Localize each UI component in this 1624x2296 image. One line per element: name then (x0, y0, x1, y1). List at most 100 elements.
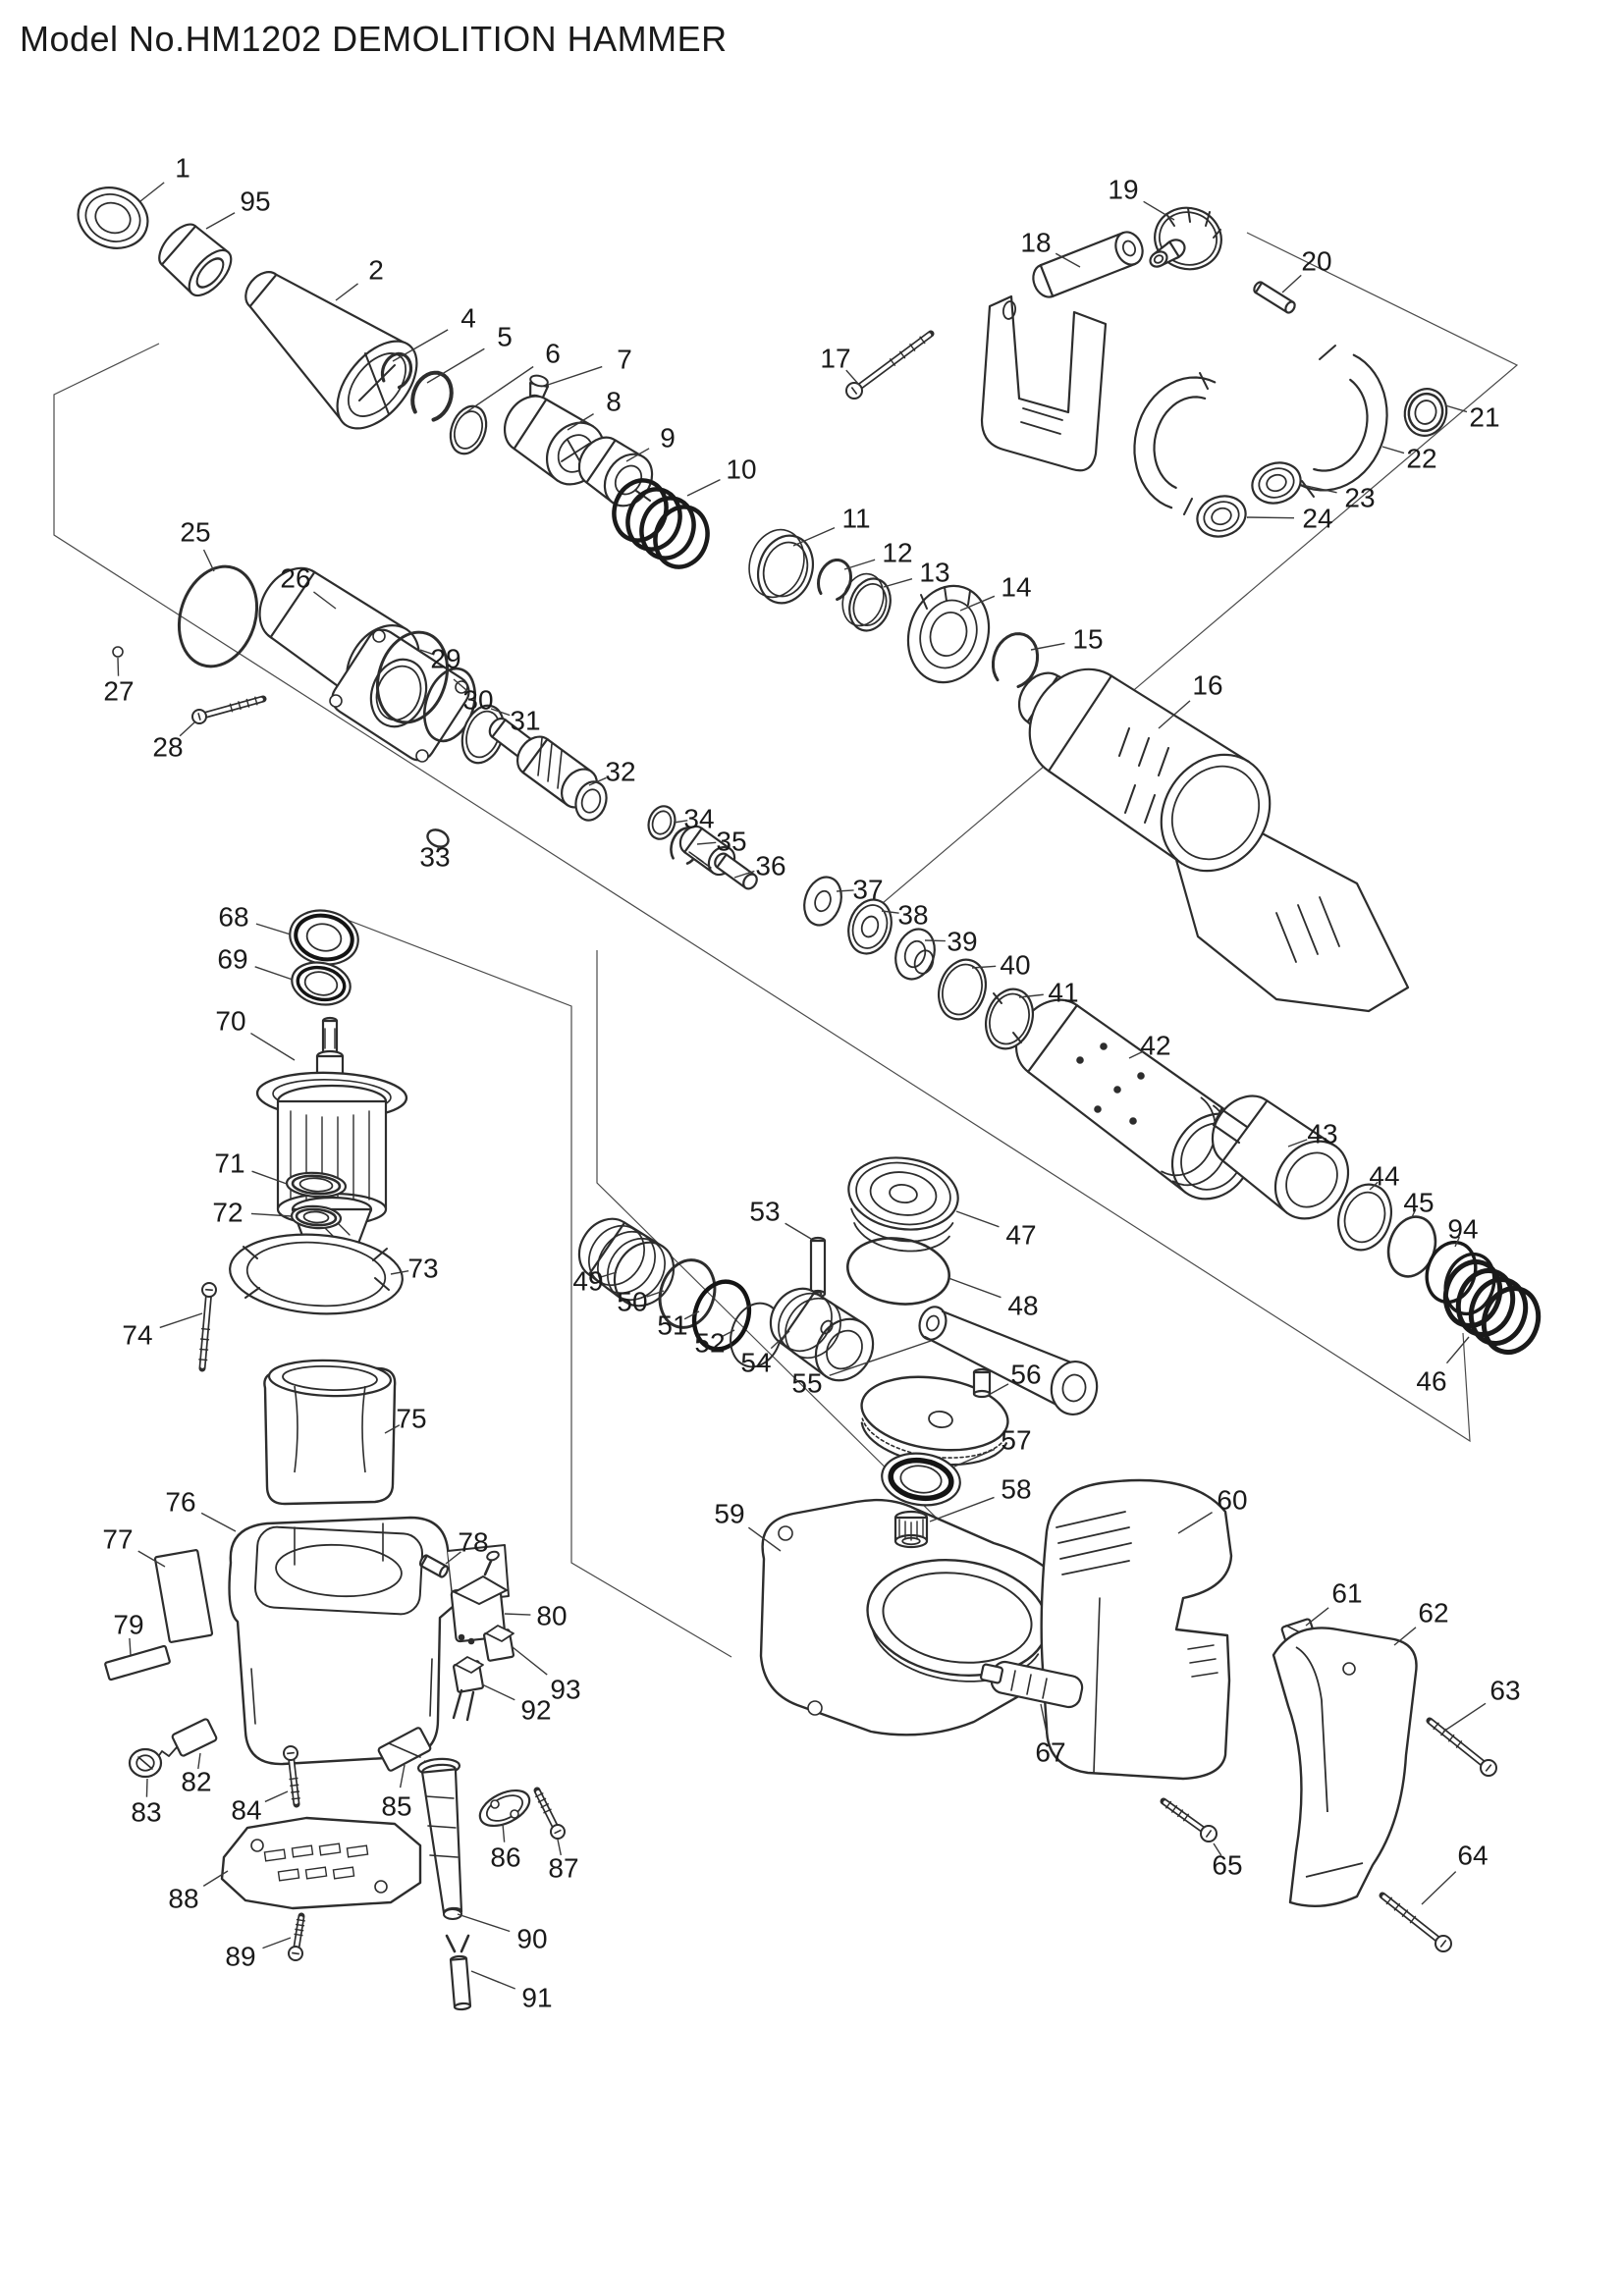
part-8-drawing (503, 395, 606, 486)
part-43-drawing (1211, 1095, 1350, 1220)
part-50-leader (646, 1290, 665, 1298)
part-91-drawing (445, 1934, 472, 2011)
part-59-leader (747, 1526, 782, 1552)
part-46-leader (1445, 1336, 1470, 1364)
part-61-label: 61 (1331, 1578, 1362, 1609)
part-56-label: 56 (1010, 1360, 1041, 1390)
part-32-drawing (488, 717, 608, 822)
part-20-leader (1281, 274, 1302, 294)
part-65-label: 65 (1212, 1850, 1242, 1881)
part-82-label: 82 (181, 1767, 211, 1797)
part-79-drawing (104, 1644, 171, 1682)
part-70-label: 70 (215, 1006, 245, 1037)
part-42-leader (1128, 1050, 1145, 1059)
part-72-leader (250, 1212, 293, 1217)
part-2-label: 2 (368, 255, 384, 286)
part-45-label: 45 (1403, 1188, 1434, 1218)
part-25-drawing (177, 564, 259, 668)
part-48-label: 48 (1007, 1291, 1038, 1321)
part-49-leader (600, 1271, 618, 1278)
part-32-leader (588, 776, 607, 786)
part-4-label: 4 (460, 303, 476, 334)
part-23-leader (1301, 484, 1337, 494)
part-64-drawing (1379, 1892, 1452, 1952)
part-16-drawing (1017, 667, 1410, 1013)
part-57-leader (953, 1448, 996, 1468)
part-6-label: 6 (545, 339, 561, 369)
part-87-drawing (533, 1787, 566, 1840)
part-11-leader (792, 526, 836, 547)
part-17-leader (845, 369, 860, 386)
part-85-label: 85 (381, 1791, 411, 1822)
part-56-leader (986, 1383, 1009, 1397)
part-93-drawing (482, 1625, 515, 1662)
part-20-label: 20 (1301, 246, 1331, 277)
part-83-leader (145, 1778, 148, 1797)
part-27-leader (117, 657, 120, 676)
part-38-leader (881, 910, 899, 914)
part-90-leader (457, 1913, 511, 1933)
part-37-label: 37 (852, 875, 883, 905)
part-55-label: 55 (791, 1368, 822, 1399)
part-75-label: 75 (396, 1404, 426, 1434)
part-39-drawing (894, 928, 936, 981)
part-68-leader (255, 923, 292, 935)
part-30-leader (453, 678, 468, 692)
part-94-label: 94 (1447, 1214, 1478, 1245)
part-73-label: 73 (407, 1254, 438, 1284)
part-16-label: 16 (1192, 670, 1222, 701)
part-40-leader (971, 965, 997, 969)
part-46-drawing (1442, 1259, 1542, 1355)
part-63-label: 63 (1489, 1676, 1520, 1706)
part-84-drawing (283, 1745, 300, 1808)
part-69-drawing (291, 961, 352, 1006)
part-30-label: 30 (462, 685, 493, 716)
part-48-leader (947, 1277, 1001, 1299)
part-25-label: 25 (180, 517, 210, 548)
part-65-leader (1213, 1842, 1222, 1856)
part-49-drawing (577, 1217, 676, 1308)
part-10-drawing (612, 478, 710, 569)
part-34-label: 34 (683, 804, 714, 834)
part-28-drawing (191, 695, 267, 724)
part-34-leader (673, 820, 688, 824)
part-55-drawing (918, 1306, 1099, 1415)
part-86-label: 86 (490, 1842, 520, 1873)
part-12-drawing (816, 559, 853, 602)
part-6-leader (462, 365, 534, 415)
part-74-leader (159, 1312, 203, 1329)
part-37-drawing (803, 876, 842, 927)
part-60-leader (1177, 1512, 1213, 1534)
part-11-label: 11 (841, 504, 870, 534)
part-10-label: 10 (726, 454, 756, 485)
part-87-leader (557, 1839, 562, 1856)
part-28-leader (179, 721, 195, 737)
part-6-drawing (449, 404, 488, 455)
part-71-leader (251, 1170, 288, 1185)
part-29-label: 29 (430, 644, 460, 674)
part-17-drawing (845, 330, 935, 400)
part-41-drawing (985, 988, 1034, 1050)
part-7-drawing (528, 374, 549, 403)
part-51-drawing (691, 1279, 752, 1352)
part-78-label: 78 (458, 1527, 488, 1558)
part-50-drawing (658, 1258, 717, 1329)
part-44-leader (1369, 1181, 1379, 1191)
part-76-leader (200, 1512, 237, 1532)
part-52-label: 52 (694, 1328, 725, 1359)
part-63-drawing (1426, 1717, 1497, 1777)
part-38-label: 38 (897, 900, 928, 931)
part-86-leader (502, 1823, 506, 1842)
part-95-label: 95 (240, 187, 270, 217)
part-4-leader (392, 329, 449, 362)
part-76-label: 76 (165, 1487, 195, 1518)
part-10-leader (686, 478, 721, 497)
part-35-leader (696, 841, 717, 845)
part-89-label: 89 (225, 1942, 255, 1972)
part-85-leader (399, 1764, 406, 1789)
part-42-drawing (1014, 998, 1255, 1201)
part-46-label: 46 (1416, 1366, 1446, 1397)
part-36-leader (733, 870, 755, 879)
construction-line-1 (53, 343, 1471, 1443)
